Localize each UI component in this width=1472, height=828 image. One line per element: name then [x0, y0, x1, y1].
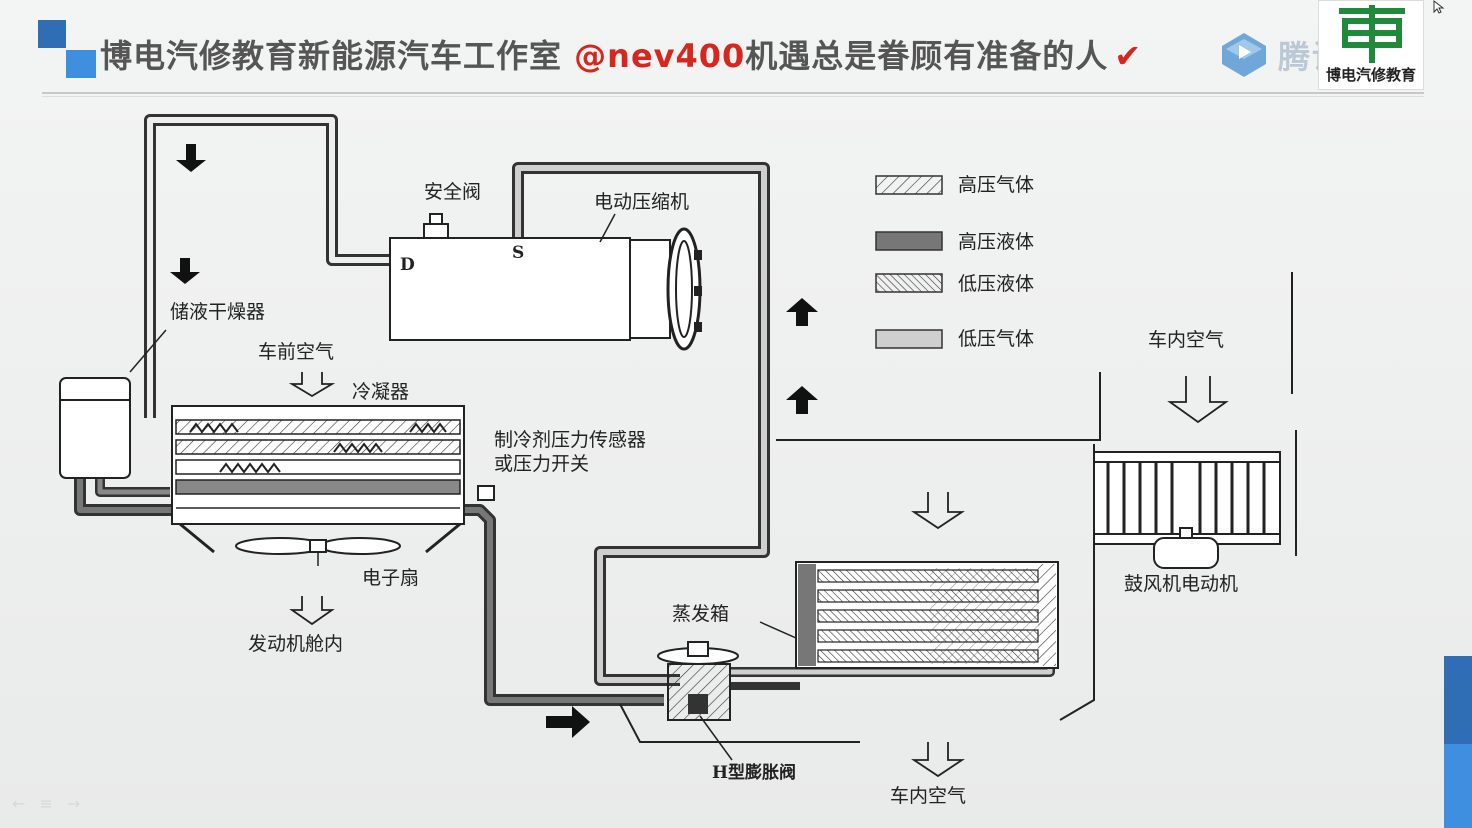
legend-label: 低压气体: [958, 328, 1034, 350]
brand-logo: 博电汽修教育: [1318, 0, 1424, 90]
prev-arrow-icon[interactable]: ←: [12, 794, 26, 813]
condenser-label: 冷凝器: [352, 381, 409, 403]
title-handle: @nev400: [574, 37, 746, 75]
side-accent-bar: [1444, 656, 1472, 744]
next-arrow-icon[interactable]: →: [66, 794, 81, 813]
legend-swatch-high-pressure-gas: [875, 175, 943, 195]
title-prefix: 博电汽修教育新能源汽车工作室: [100, 37, 575, 75]
title-decoration-square: [66, 50, 96, 78]
discharge-port-label: D: [400, 255, 415, 275]
suction-port-label: S: [512, 243, 524, 263]
blower-unit: [1093, 451, 1281, 569]
receiver-drier-label: 储液干燥器: [170, 301, 265, 323]
check-icon: ✔: [1114, 37, 1143, 75]
compressor-label: 电动压缩机: [594, 191, 689, 213]
cabin-air-out-label: 车内空气: [890, 785, 966, 807]
fan-label: 电子扇: [362, 567, 419, 589]
legend-swatch-low-pressure-gas: [875, 329, 943, 349]
cursor-icon: [1433, 0, 1445, 14]
expansion-valve-label: H型膨胀阀: [712, 762, 796, 783]
air-flow-arrows: [288, 372, 1229, 778]
receiver-drier: [59, 329, 167, 479]
side-accent-bar: [1444, 744, 1472, 828]
legend-swatch-high-pressure-liquid: [875, 231, 943, 251]
legend-label: 高压液体: [958, 231, 1034, 253]
title-divider: [42, 96, 1424, 97]
title-suffix: 机遇总是眷顾有准备的人: [745, 37, 1109, 75]
logo-emblem-icon: [1339, 5, 1405, 63]
front-air-label: 车前空气: [258, 341, 334, 363]
h-expansion-valve: [657, 641, 739, 761]
pressure-switch-label: 或压力开关: [494, 453, 589, 475]
electric-fan: [179, 522, 461, 566]
evaporator: [759, 561, 1059, 669]
legend: 高压气体 高压液体 低压液体 低压气体: [875, 174, 1034, 350]
slide-navigation: ← ≡ →: [12, 794, 80, 813]
menu-icon[interactable]: ≡: [39, 794, 53, 813]
condenser: [171, 405, 495, 525]
electric-compressor: [389, 213, 702, 351]
refrigerant-flow-arrows: [170, 144, 818, 738]
logo-text: 博电汽修教育: [1325, 66, 1416, 84]
engine-bay-label: 发动机舱内: [248, 633, 343, 655]
legend-label: 高压气体: [958, 174, 1034, 196]
play-icon: [1222, 33, 1266, 77]
legend-label: 低压液体: [958, 273, 1034, 295]
title-divider: [42, 92, 1424, 94]
pressure-sensor-label: 制冷剂压力传感器: [494, 429, 646, 451]
slide-title: 博电汽修教育新能源汽车工作室 @nev400机遇总是眷顾有准备的人✔: [100, 34, 1142, 78]
legend-swatch-low-pressure-liquid: [875, 273, 943, 293]
title-decoration-square: [38, 20, 66, 48]
safety-valve-label: 安全阀: [424, 181, 481, 203]
evaporator-label: 蒸发箱: [672, 603, 729, 625]
cabin-air-in-label: 车内空气: [1148, 329, 1224, 351]
blower-label: 鼓风机电动机: [1124, 573, 1238, 595]
